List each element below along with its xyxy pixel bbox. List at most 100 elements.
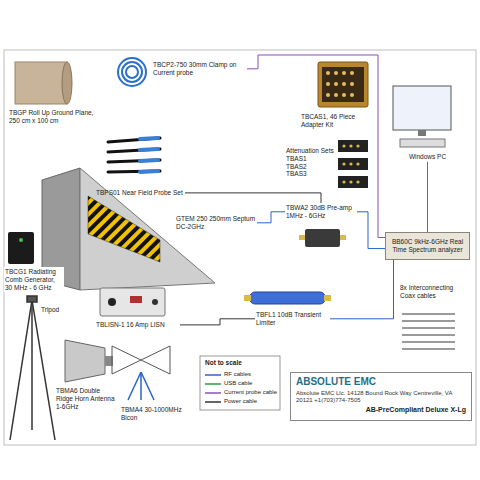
cable-connector [247, 55, 385, 238]
comb-generator [8, 232, 34, 264]
current-probe [118, 58, 146, 86]
product-label: GTEM 250 250mm Septum DC-2GHz [175, 214, 257, 232]
bicon-stand [128, 372, 141, 400]
lisn-socket [108, 298, 116, 306]
probe-handle [140, 149, 158, 150]
legend-line [205, 401, 221, 403]
tripod-leg [10, 300, 32, 440]
bicon-antenna [112, 346, 170, 400]
title-block: ABSOLUTE EMC Absolute EMC Llc. 14128 Boun… [290, 372, 472, 421]
adapter [334, 71, 338, 75]
horn-antenna [65, 340, 105, 382]
product-label: TBWA2 30dB Pre-amp 1MHz - 6GHz [285, 203, 357, 221]
probe-coil [126, 66, 138, 78]
node-text: TBCP2-750 30mm Clamp on Current probe [153, 61, 246, 77]
attenuator [349, 180, 352, 183]
tripod [10, 296, 55, 440]
node-text: GTEM 250 250mm Septum DC-2GHz [176, 215, 256, 231]
node-text: TBCG1 Radiating Comb Generator, 30 MHz -… [5, 268, 63, 291]
probe-coil [122, 62, 142, 82]
pc-monitor [393, 86, 451, 130]
bicon-stand [140, 372, 142, 400]
node-text: ABSOLUTE EMC [296, 376, 466, 388]
node-text: TBCAS1, 46 Piece Adapter Kit [301, 113, 367, 129]
legend: RF cablesUSB cableCurrent probe cablePow… [205, 370, 277, 406]
attenuator-sets [338, 140, 368, 188]
adapter-kit-tray [322, 67, 364, 102]
node-text: Tripod [41, 306, 69, 314]
node-text: TBWA2 30dB Pre-amp 1MHz - 6GHz [286, 204, 356, 220]
cable-connector [330, 260, 394, 319]
cable-connector [357, 212, 385, 249]
adapter [334, 82, 338, 86]
legend-text: Current probe cable [224, 389, 277, 396]
node-text: Windows PC [401, 153, 454, 161]
attenuator-box [338, 158, 368, 170]
cable-connector [257, 212, 285, 223]
adapter [326, 93, 330, 97]
attenuator-box [338, 176, 368, 188]
lisn-box [100, 288, 165, 316]
limiter-connector [324, 295, 331, 301]
node-subtext: TBAS2 [286, 163, 334, 171]
node-text: TBLISN-1 16 Amp LISN [96, 321, 179, 329]
legend-line [205, 392, 221, 394]
adapter-kit-case [318, 62, 368, 107]
preamp-body [305, 229, 340, 247]
legend-sample [205, 372, 221, 378]
legend-row: Power cable [205, 397, 277, 406]
cable-entry [402, 327, 455, 329]
legend-sample [205, 381, 221, 387]
node-text: TBPS01 Near Field Probe Set [96, 189, 184, 197]
adapter [326, 82, 330, 86]
legend-box [200, 356, 280, 410]
probe-handle [140, 171, 158, 172]
node-text: TBMA6 Double Ridge Horn Antenna 1-6GHz [56, 387, 116, 410]
spectrum-analyzer-box: BB60C 9kHz-6GHz Real Time Spectrum analy… [385, 232, 470, 260]
product-label: Tripod [40, 305, 70, 315]
adapter [350, 93, 354, 97]
node-subtext: TBAS3 [286, 170, 334, 178]
attenuator [349, 162, 352, 165]
node-subtext: Absolute EMC Llc. 14128 Bound Rock Way C… [296, 390, 466, 404]
legend-text: RF cables [224, 371, 251, 378]
comb-generator-led [19, 238, 23, 242]
ground-plane-sheet [15, 62, 67, 104]
cable-entry [402, 313, 455, 315]
cable-entry [402, 320, 455, 322]
adapter [334, 93, 338, 97]
legend-row: Current probe cable [205, 388, 277, 397]
product-label: Attenuation SetsTBAS1TBAS2TBAS3 [285, 146, 335, 179]
attenuator-box [338, 140, 368, 152]
node-text: TBFL1 10dB Transient Limiter [256, 311, 329, 327]
probe [108, 138, 160, 142]
cable-connector [185, 193, 321, 203]
probe [108, 171, 160, 172]
hazard-stripes [88, 196, 160, 262]
cable-connector [427, 162, 428, 232]
legend-row: RF cables [205, 370, 277, 379]
transient-limiter [250, 292, 325, 304]
legend-sample [205, 390, 221, 396]
probe [108, 160, 160, 162]
attenuator [342, 162, 345, 165]
probe-handle [140, 160, 158, 161]
cable-note: 8x Interconnecting Coax cables [400, 284, 470, 300]
lisn-connector [152, 299, 158, 305]
product-label: TBMA4 30-1000MHz Bicon [120, 405, 195, 423]
tripod-leg [31, 300, 33, 430]
adapter [342, 82, 346, 86]
product-label: TBCP2-750 30mm Clamp on Current probe [152, 60, 247, 78]
legend-text: USB cable [224, 380, 252, 387]
near-field-probes [108, 138, 160, 172]
cable-entry [402, 348, 455, 350]
attenuator [356, 162, 359, 165]
node-subtext: TBAS1 [286, 155, 334, 163]
node-text: TBMA4 30-1000MHz Bicon [121, 406, 194, 422]
attenuator [342, 180, 345, 183]
lisn-switch [130, 296, 142, 303]
attenuator [349, 144, 352, 147]
coax-cable-list [402, 314, 455, 349]
